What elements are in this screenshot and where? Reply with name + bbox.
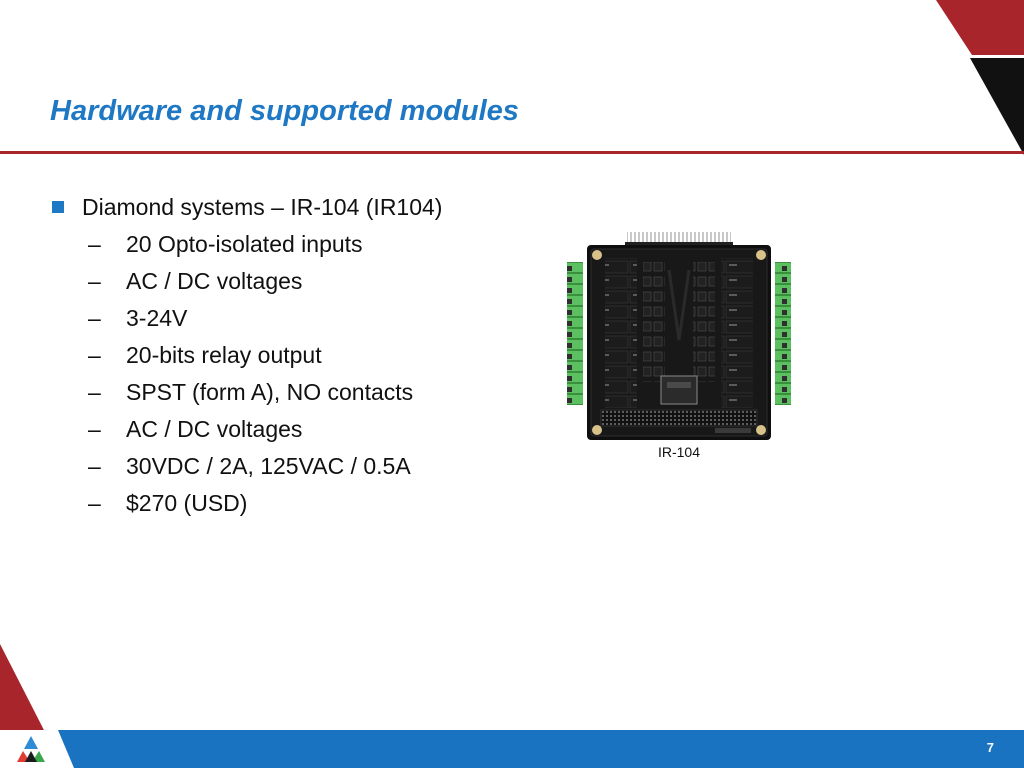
title-rule xyxy=(0,151,1024,154)
dash-bullet: – xyxy=(88,305,101,331)
dash-bullet: – xyxy=(88,490,101,516)
corner-red-triangle xyxy=(936,0,1024,55)
bullet-list: Diamond systems – IR-104 (IR104) –20 Opt… xyxy=(52,190,552,522)
dash-bullet: – xyxy=(88,268,101,294)
sub-bullet: –30VDC / 2A, 125VAC / 0.5A xyxy=(88,448,552,485)
sub-bullet-text: $270 (USD) xyxy=(126,490,248,516)
sub-bullet: –AC / DC voltages xyxy=(88,411,552,448)
sub-bullet-text: SPST (form A), NO contacts xyxy=(126,379,414,405)
dash-bullet: – xyxy=(88,416,101,442)
sub-bullet: –20-bits relay output xyxy=(88,337,552,374)
corner-decoration xyxy=(936,0,1024,155)
sub-bullet: –AC / DC voltages xyxy=(88,263,552,300)
page-number: 7 xyxy=(986,740,994,755)
footer-bar xyxy=(0,730,1024,768)
corner-black-triangle xyxy=(970,58,1024,155)
dash-bullet: – xyxy=(88,453,101,479)
sub-bullet-text: 20-bits relay output xyxy=(126,342,322,368)
logo-icon xyxy=(15,734,47,763)
dash-bullet: – xyxy=(88,231,101,257)
sub-bullet-text: AC / DC voltages xyxy=(126,268,303,294)
sub-bullet-text: 30VDC / 2A, 125VAC / 0.5A xyxy=(126,453,411,479)
main-bullet-text: Diamond systems – IR-104 (IR104) xyxy=(82,194,443,220)
dash-bullet: – xyxy=(88,342,101,368)
sub-bullet: –$270 (USD) xyxy=(88,485,552,522)
sub-bullet-text: AC / DC voltages xyxy=(126,416,303,442)
sub-bullet: –SPST (form A), NO contacts xyxy=(88,374,552,411)
sub-bullet-text: 20 Opto-isolated inputs xyxy=(126,231,363,257)
sub-bullet-list: –20 Opto-isolated inputs –AC / DC voltag… xyxy=(52,226,552,522)
relay-board-image xyxy=(567,232,791,440)
slide-title: Hardware and supported modules xyxy=(50,95,519,127)
sub-bullet: –3-24V xyxy=(88,300,552,337)
square-bullet-icon xyxy=(52,201,64,213)
main-bullet: Diamond systems – IR-104 (IR104) xyxy=(52,190,552,224)
sub-bullet: –20 Opto-isolated inputs xyxy=(88,226,552,263)
sub-bullet-text: 3-24V xyxy=(126,305,188,331)
figure-caption: IR-104 xyxy=(657,444,701,460)
dash-bullet: – xyxy=(88,379,101,405)
